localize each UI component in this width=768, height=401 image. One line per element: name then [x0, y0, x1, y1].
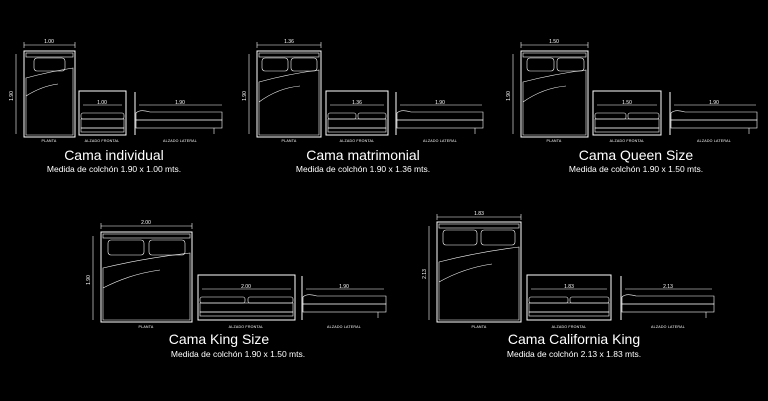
plan-view: 1.83 2.13 PLANTA [422, 211, 522, 329]
bed-group-matrimonial: 1.36 1.90 PLANTA 1.36 ALZADO FRONTAL 1.9… [242, 39, 484, 174]
bed-title: Cama California King [508, 331, 640, 347]
front-caption: ALZADO FRONTAL [85, 139, 120, 143]
side-dim: 1.90 [175, 100, 185, 106]
plan-length-dim: 1.90 [86, 275, 92, 285]
bed-group-king: 2.00 1.90 PLANTA 2.00 ALZADO FRONTAL 1.9… [86, 220, 387, 359]
bed-group-queen: 1.50 1.90 PLANTA 1.50 ALZADO FRONTAL 1.9… [506, 39, 758, 174]
side-dim: 1.90 [709, 100, 719, 106]
side-dim: 1.90 [339, 284, 349, 290]
side-caption: ALZADO LATERAL [327, 325, 361, 329]
front-dim: 1.50 [622, 100, 632, 106]
bed-subtitle: Medida de colchón 1.90 x 1.36 mts. [296, 164, 430, 174]
side-elevation: 1.90 ALZADO LATERAL [669, 92, 758, 143]
front-elevation: 1.36 ALZADO FRONTAL [325, 90, 389, 143]
side-dim: 1.90 [435, 100, 445, 106]
front-caption: ALZADO FRONTAL [610, 139, 645, 143]
bed-title: Cama King Size [169, 331, 270, 347]
side-elevation: 2.13 ALZADO LATERAL [620, 276, 715, 329]
bed-subtitle: Medida de colchón 1.90 x 1.50 mts. [569, 164, 703, 174]
bed-title: Cama individual [64, 147, 164, 163]
plan-length-dim: 1.90 [242, 91, 248, 101]
bed-group-individual: 1.00 1.90 PLANTA 1.00 ALZADO FRONTAL 1.9… [9, 39, 223, 174]
plan-length-dim: 1.90 [506, 91, 512, 101]
front-elevation: 2.00 ALZADO FRONTAL [197, 274, 296, 329]
front-elevation: 1.50 ALZADO FRONTAL [592, 90, 662, 143]
side-elevation: 1.90 ALZADO LATERAL [134, 92, 223, 143]
front-elevation: 1.00 ALZADO FRONTAL [78, 90, 127, 143]
plan-width-dim: 1.00 [44, 39, 54, 45]
side-elevation: 1.90 ALZADO LATERAL [301, 276, 387, 329]
side-dim: 2.13 [663, 284, 673, 290]
front-caption: ALZADO FRONTAL [340, 139, 375, 143]
plan-width-dim: 1.36 [284, 39, 294, 45]
plan-width-dim: 1.50 [549, 39, 559, 45]
plan-width-dim: 1.83 [474, 211, 484, 217]
plan-view: 2.00 1.90 PLANTA [86, 220, 193, 329]
front-dim: 2.00 [241, 284, 251, 290]
plan-caption: PLANTA [282, 139, 297, 143]
side-caption: ALZADO LATERAL [651, 325, 685, 329]
side-caption: ALZADO LATERAL [423, 139, 457, 143]
bed-title: Cama matrimonial [306, 147, 420, 163]
front-dim: 1.83 [564, 284, 574, 290]
bed-subtitle: Medida de colchón 1.90 x 1.00 mts. [47, 164, 181, 174]
bed-subtitle: Medida de colchón 2.13 x 1.83 mts. [507, 349, 641, 359]
side-caption: ALZADO LATERAL [163, 139, 197, 143]
front-elevation: 1.83 ALZADO FRONTAL [526, 274, 612, 329]
plan-caption: PLANTA [139, 325, 154, 329]
plan-view: 1.50 1.90 PLANTA [506, 39, 589, 143]
plan-width-dim: 2.00 [141, 220, 151, 226]
plan-caption: PLANTA [472, 325, 487, 329]
plan-caption: PLANTA [42, 139, 57, 143]
plan-length-dim: 2.13 [422, 269, 428, 279]
bed-subtitle: Medida de colchón 1.90 x 1.50 mts. [171, 349, 305, 359]
front-caption: ALZADO FRONTAL [552, 325, 587, 329]
plan-length-dim: 1.90 [9, 91, 15, 101]
side-elevation: 1.90 ALZADO LATERAL [395, 92, 484, 143]
plan-view: 1.36 1.90 PLANTA [242, 39, 322, 143]
plan-caption: PLANTA [547, 139, 562, 143]
front-caption: ALZADO FRONTAL [229, 325, 264, 329]
bed-title: Cama Queen Size [579, 147, 694, 163]
side-caption: ALZADO LATERAL [697, 139, 731, 143]
plan-view: 1.00 1.90 PLANTA [9, 39, 76, 143]
front-dim: 1.36 [352, 100, 362, 106]
bed-group-california-king: 1.83 2.13 PLANTA 1.83 ALZADO FRONTAL 2.1… [422, 211, 715, 359]
front-dim: 1.00 [97, 100, 107, 106]
